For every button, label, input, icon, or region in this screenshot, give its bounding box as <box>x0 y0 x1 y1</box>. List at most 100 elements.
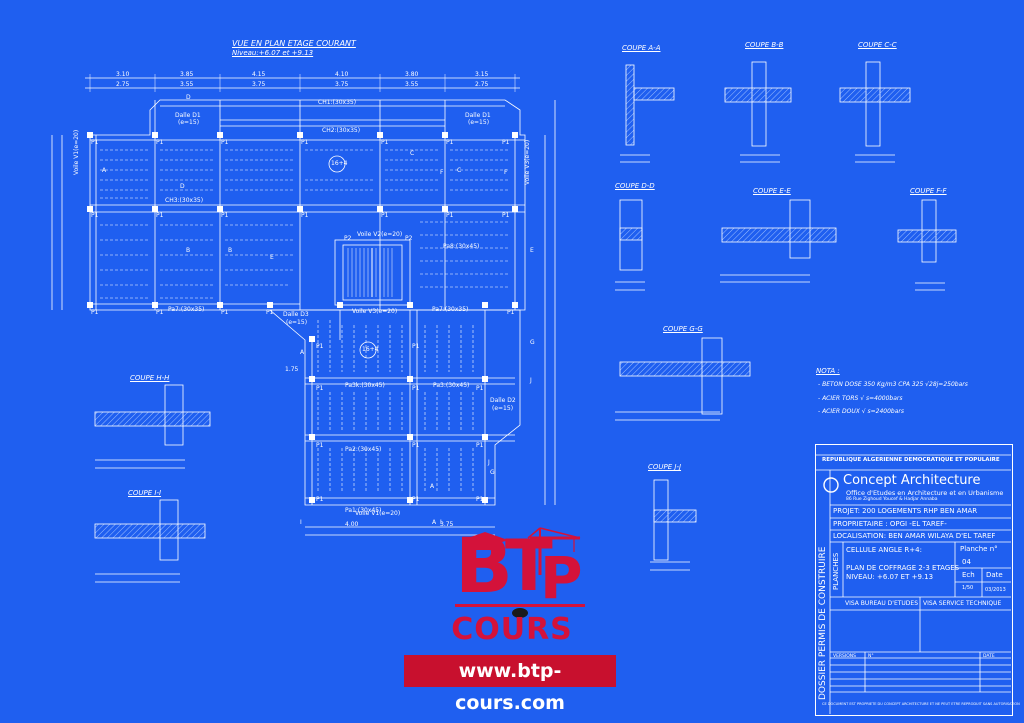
section-mark-2: A <box>432 519 437 526</box>
slab-d1a-e: (e=15) <box>178 119 200 126</box>
coupe-aa-drawing <box>620 64 675 163</box>
tb-planche-num: 04 <box>962 558 971 566</box>
tb-proprietaire: PROPRIETAIRE : OPGI -EL TAREF- <box>833 520 947 528</box>
opening-2-label: 16+4 <box>362 346 379 353</box>
coupe-ee-drawing <box>720 199 837 283</box>
coupe-hh-drawing <box>94 384 211 469</box>
tb-firm-sub: Office d'Etudes en Architecture et en Ur… <box>846 489 1004 497</box>
dim-top-9: 3.75 <box>252 81 266 88</box>
post-label-17: P1 <box>221 309 229 316</box>
dim-top-3: 4.15 <box>252 71 266 78</box>
tb-projet: PROJET: 200 LOGEMENTS RHP BEN AMAR <box>833 507 978 515</box>
section-mark-19: I <box>440 519 442 526</box>
beam-pa2: Pa2:(30x45) <box>345 446 382 453</box>
coupe-dd-drawing <box>615 199 645 291</box>
post-label-27: P1 <box>316 496 324 503</box>
dim-top-11: 3.55 <box>405 81 419 88</box>
coupe-cc-drawing <box>839 61 911 163</box>
tb-republic: REPUBLIQUE ALGERIENNE DEMOCRATIQUE ET PO… <box>822 457 1000 463</box>
section-mark-4: B <box>228 247 233 254</box>
section-mark-15: J <box>488 459 490 466</box>
title-block-grid <box>816 454 1011 714</box>
dim-bottom-1: 4.00 <box>345 521 359 528</box>
coupe-ii-title: COUPE I-I <box>128 489 162 497</box>
coupe-aa-title: COUPE A-A <box>622 44 661 52</box>
title-block <box>815 444 1013 716</box>
section-mark-18: A <box>300 349 305 356</box>
posts-group <box>87 132 518 503</box>
plan-subtitle: Niveau:+6.07 et +9.13 <box>232 49 314 57</box>
logo-letter-t: T <box>505 525 553 607</box>
tb-visa-bureau: VISA BUREAU D'ETUDES <box>845 600 919 607</box>
post-label-25: P1 <box>412 442 420 449</box>
tb-ech-val: 1/50 <box>962 585 974 591</box>
post-label-3: P1 <box>221 139 229 146</box>
coupe-hh-title: COUPE H-H <box>130 374 170 382</box>
concept-logo-mark <box>823 477 839 493</box>
tb-ind: N° <box>868 654 874 659</box>
dim-top-6: 3.15 <box>475 71 489 78</box>
voile-v2: Voile V2(e=20) <box>357 231 403 238</box>
opening-1 <box>328 155 346 173</box>
section-mark-12: F <box>504 169 508 176</box>
post-label-19: P2 <box>344 235 352 242</box>
coupe-gg-drawing <box>615 337 751 421</box>
post-label-30: P1 <box>316 343 324 350</box>
logo-url[interactable]: www.btp-cours.com <box>404 655 616 714</box>
note-line-3: - ACIER DOUX √ s=2400bars <box>818 408 904 415</box>
tb-date-val: 03/2013 <box>985 587 1006 593</box>
tb-footer: CE DOCUMENT EST PROPRIETE DU CONCEPT ARC… <box>822 702 1020 706</box>
logo-letter-p: P <box>540 544 583 612</box>
post-label-21: P1 <box>507 309 515 316</box>
section-mark-6: C <box>410 150 415 157</box>
logo-cours: COURS <box>451 612 573 647</box>
beam-pa1: Pa1:(30x45) <box>345 507 382 514</box>
post-label-31: P1 <box>412 343 420 350</box>
dim-bottom-2: 3.75 <box>440 521 454 528</box>
post-label-20: P2 <box>405 235 413 242</box>
opening-2 <box>359 341 377 359</box>
section-mark-20: I <box>300 519 302 526</box>
dim-top-12: 2.75 <box>475 81 489 88</box>
dim-top-5: 3.80 <box>405 71 419 78</box>
beam-pa7a: Pa7:(30x35) <box>168 306 205 313</box>
post-label-10: P1 <box>221 212 229 219</box>
post-label-22: P1 <box>316 385 324 392</box>
post-label-11: P1 <box>301 212 309 219</box>
tb-niveau: NIVEAU: +6.07 ET +9.13 <box>846 573 934 581</box>
post-label-28: P1 <box>412 496 420 503</box>
tb-versions: VERSIONS <box>833 654 856 659</box>
post-label-15: P1 <box>91 309 99 316</box>
beam-ch1: CH1:(30x35) <box>318 99 357 106</box>
post-label-4: P1 <box>301 139 309 146</box>
tb-date-col: DATE <box>983 654 995 659</box>
beam-pa3: Pa3:(30x45) <box>433 382 470 389</box>
beam-ch3: CH3:(30x35) <box>165 197 204 204</box>
section-mark-10: E <box>530 247 534 254</box>
post-label-14: P1 <box>502 212 510 219</box>
beam-ch2: CH2:(30x35) <box>322 127 361 134</box>
tb-date-label: Date <box>986 571 1003 579</box>
tb-cellule: CELLULE ANGLE R+4: <box>846 546 922 554</box>
tb-firm: Concept Architecture <box>843 473 981 488</box>
post-label-7: P1 <box>502 139 510 146</box>
voile-v1b: Voile V1(e=20) <box>355 510 401 517</box>
tb-localisation: LOCALISATION: BEN AMAR WILAYA D'EL TAREF <box>833 532 996 540</box>
section-mark-3: B <box>186 247 191 254</box>
dim-top-7: 2.75 <box>116 81 130 88</box>
slab-d1b: Dalle D1 <box>465 112 491 119</box>
dim-bottom-3: 1.75 <box>285 366 299 373</box>
section-mark-17: A <box>430 483 435 490</box>
post-label-16: P1 <box>156 309 164 316</box>
slab-d2: Dalle D2 <box>490 397 516 404</box>
post-label-2: P1 <box>156 139 164 146</box>
opening-1-label: 16+4 <box>331 160 348 167</box>
slab-d1a: Dalle D1 <box>175 112 201 119</box>
post-label-12: P1 <box>381 212 389 219</box>
coupe-ii-drawing <box>94 499 206 583</box>
coupe-jj-title: COUPE J-J <box>648 463 682 471</box>
section-mark-16: J <box>530 377 532 384</box>
tb-plan-de: PLAN DE COFFRAGE 2-3 ETAGES <box>846 564 960 572</box>
